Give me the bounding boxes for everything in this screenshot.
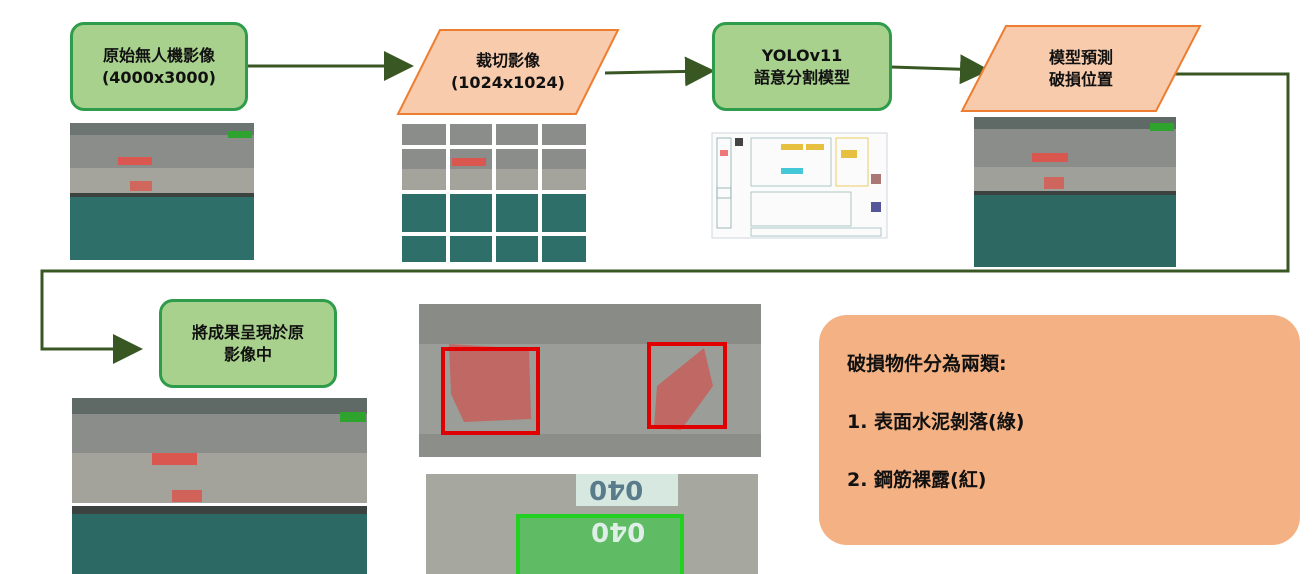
- parallelogram-shape: [396, 29, 620, 115]
- node-predict-line2: 破損位置: [1048, 69, 1113, 89]
- legend-item-spalling: 1. 表面水泥剝落(綠): [847, 411, 1025, 433]
- node-crop-image-line2: (1024x1024): [450, 73, 565, 92]
- detection-upper-label: 040: [589, 474, 644, 504]
- node-model: YOLOv11 語意分割模型: [712, 22, 892, 111]
- legend-title: 破損物件分為兩類:: [847, 353, 1007, 375]
- arrow-predict-to-overlay: [40, 72, 1290, 364]
- node-model-line2: 語意分割模型: [753, 67, 850, 87]
- node-predict-line1: 模型預測: [1048, 47, 1113, 67]
- drone-image-original: [70, 123, 254, 260]
- legend-item-rebar: 2. 鋼筋裸露(紅): [847, 469, 987, 491]
- model-architecture-thumbnail: [711, 132, 888, 239]
- parallelogram-shape: [960, 25, 1202, 112]
- arrow-crop-to-model: [604, 56, 715, 87]
- node-model-line1: YOLOv11: [761, 45, 843, 65]
- node-crop-image-line1: 裁切影像: [475, 51, 540, 70]
- node-crop-image: 裁切影像 (1024x1024): [396, 28, 620, 116]
- detection-rebar-exposed: [419, 304, 761, 457]
- detection-lower-label: 040: [591, 516, 646, 546]
- damage-class-legend: 破損物件分為兩類: 1. 表面水泥剝落(綠) 2. 鋼筋裸露(紅): [819, 315, 1300, 545]
- node-predict: 模型預測 破損位置: [960, 24, 1202, 113]
- overlay-result-image: [72, 398, 367, 574]
- arrow-model-to-predict: [890, 54, 990, 85]
- node-overlay-line2: 影像中: [223, 344, 272, 364]
- prediction-image: [974, 117, 1176, 267]
- node-overlay: 將成果呈現於原 影像中: [159, 299, 337, 388]
- node-source-image: 原始無人機影像 (4000x3000): [70, 22, 248, 111]
- detection-surface-spalling: 040 040: [426, 474, 758, 574]
- node-source-image-line1: 原始無人機影像: [102, 45, 215, 65]
- cropped-tiles-image: [402, 124, 586, 262]
- node-source-image-line2: (4000x3000): [101, 67, 216, 87]
- node-overlay-line1: 將成果呈現於原: [191, 322, 304, 342]
